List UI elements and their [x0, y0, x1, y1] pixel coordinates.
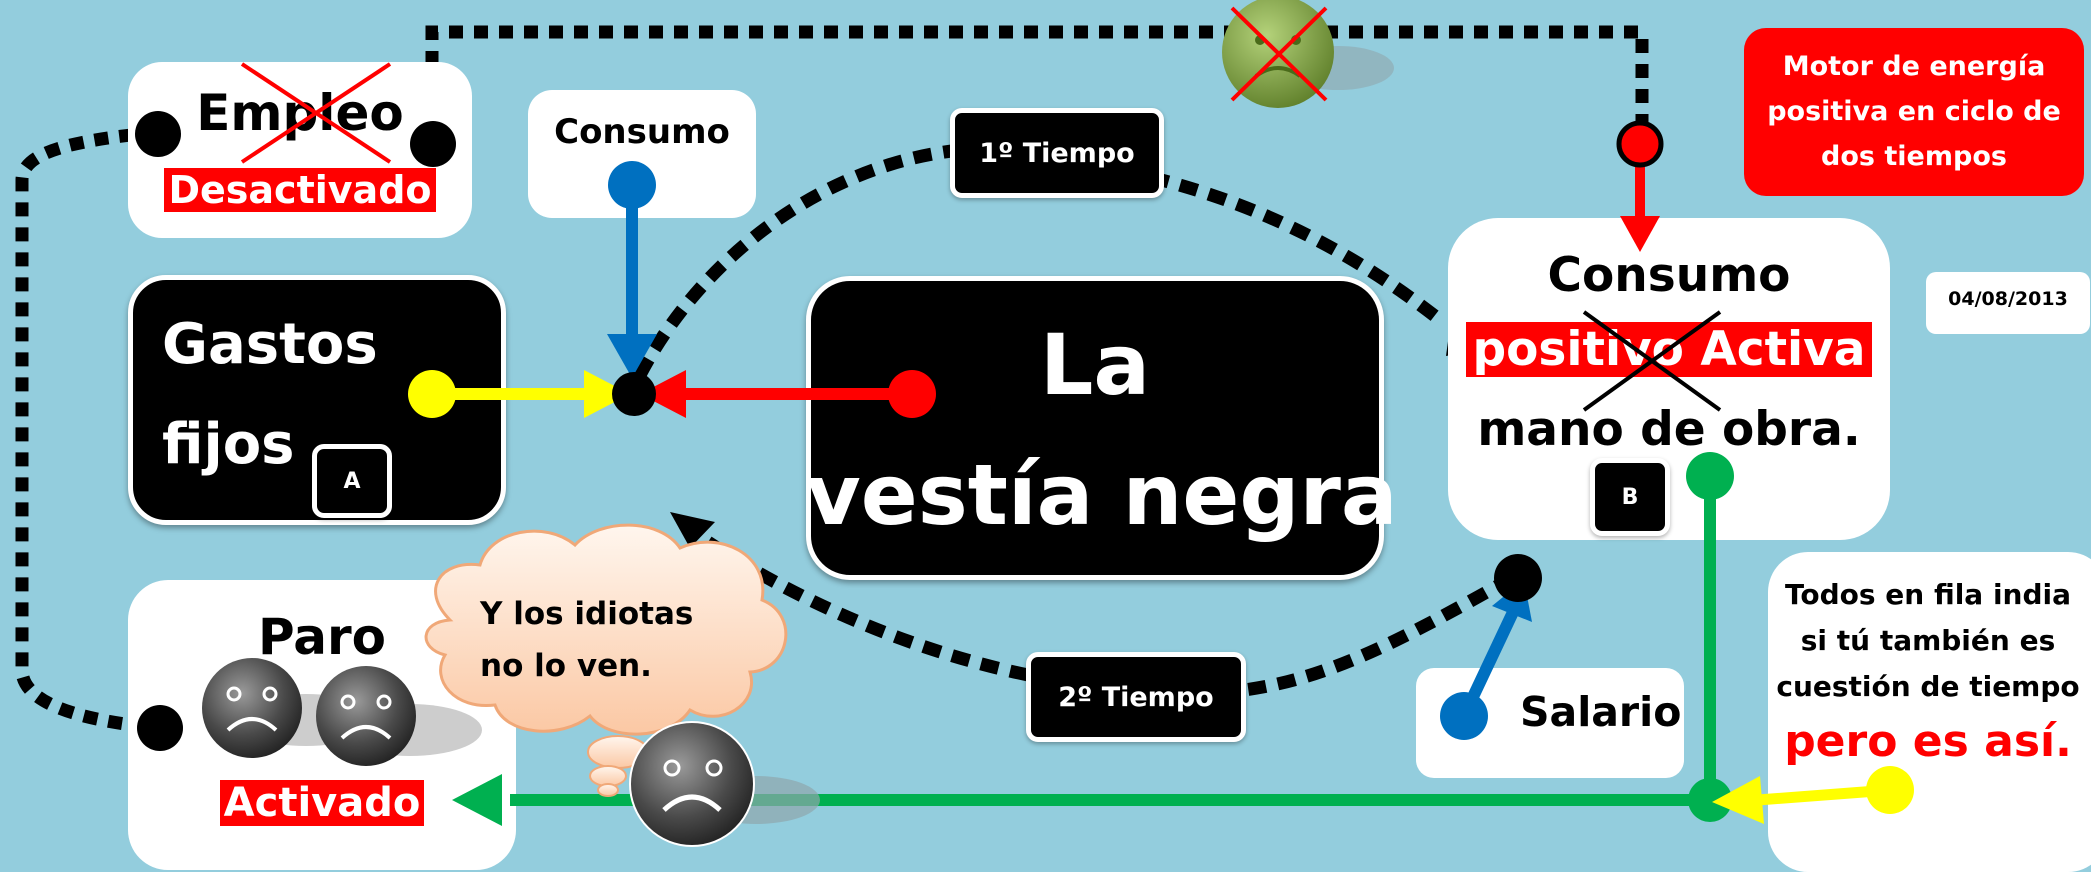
paro-title: Paro	[257, 608, 387, 666]
blue-consumo-arrowhead	[607, 334, 657, 378]
empleo-status: Desactivado	[164, 168, 436, 212]
yellow-gastos-arrowhead	[584, 370, 630, 418]
yellow-note-arrowhead	[1712, 776, 1764, 824]
yellow-gastos-dot	[408, 370, 456, 418]
sad-face-icon	[629, 721, 755, 847]
title-box	[1744, 28, 2084, 196]
paro-status-wrap: Activado	[128, 780, 516, 826]
red-bestia-arrowhead	[640, 370, 686, 418]
blue-salario-dot	[1440, 692, 1488, 740]
green-corner-dot	[1688, 778, 1732, 822]
bestia-line1: La	[1039, 316, 1151, 414]
note-line1: Todos en fila india	[1784, 578, 2072, 611]
left-dotted-loop	[15, 125, 161, 735]
bubble-line1: Y los idiotas	[480, 596, 694, 632]
salario-top-dot	[1494, 554, 1542, 602]
note-box	[1768, 552, 2091, 872]
note-line3: cuestión de tiempo	[1776, 670, 2080, 703]
note-emphasis: pero es así.	[1784, 716, 2072, 767]
yellow-note-dot	[1866, 766, 1914, 814]
gastos-line1: Gastos	[162, 312, 378, 377]
green-arrowhead	[452, 774, 502, 826]
salario-label: Salario	[1520, 688, 1682, 736]
bestia-line2: vestía negra	[806, 446, 1398, 544]
tag-b: B	[1590, 458, 1670, 536]
thought-bubble-icon	[424, 523, 788, 797]
junction-dot	[612, 372, 656, 416]
tiempo2-arrowhead	[670, 512, 715, 548]
blue-consumo-dot	[608, 161, 656, 209]
consumo-right-line2: positivo Activa	[1448, 322, 1890, 377]
date-label: 04/08/2013	[1948, 288, 2068, 310]
crossed-face-icon	[1222, 0, 1334, 108]
note-line2: si tú también es	[1800, 624, 2056, 657]
tiempo2-tag: 2º Tiempo	[1026, 652, 1246, 742]
consumo-right-line1: Consumo	[1547, 248, 1791, 303]
sad-face-icon	[316, 666, 416, 766]
title-text: Motor de energía positiva en ciclo de do…	[1767, 51, 2061, 172]
paro-left-dot	[137, 705, 183, 751]
consumo-right-highlight: Activa	[1700, 322, 1866, 377]
tiempo1-tag: 1º Tiempo	[950, 108, 1164, 198]
bestia-box	[806, 276, 1384, 580]
gastos-line2: fijos	[162, 412, 295, 477]
tiempo2-arc	[686, 524, 1516, 700]
empleo-right-dot	[410, 121, 456, 167]
consumo-left-label: Consumo	[554, 112, 730, 152]
empleo-left-dot	[135, 111, 181, 157]
paro-status: Activado	[219, 780, 425, 826]
red-top-dot	[1616, 120, 1664, 168]
date-box	[1926, 272, 2090, 334]
tag-a: A	[312, 444, 392, 518]
red-bestia-dot	[888, 370, 936, 418]
empleo-status-wrap: Desactivado	[128, 168, 472, 212]
sad-face-icon	[202, 658, 302, 758]
bubble-line2: no lo ven.	[480, 648, 652, 684]
red-top-arrowhead	[1620, 216, 1660, 252]
